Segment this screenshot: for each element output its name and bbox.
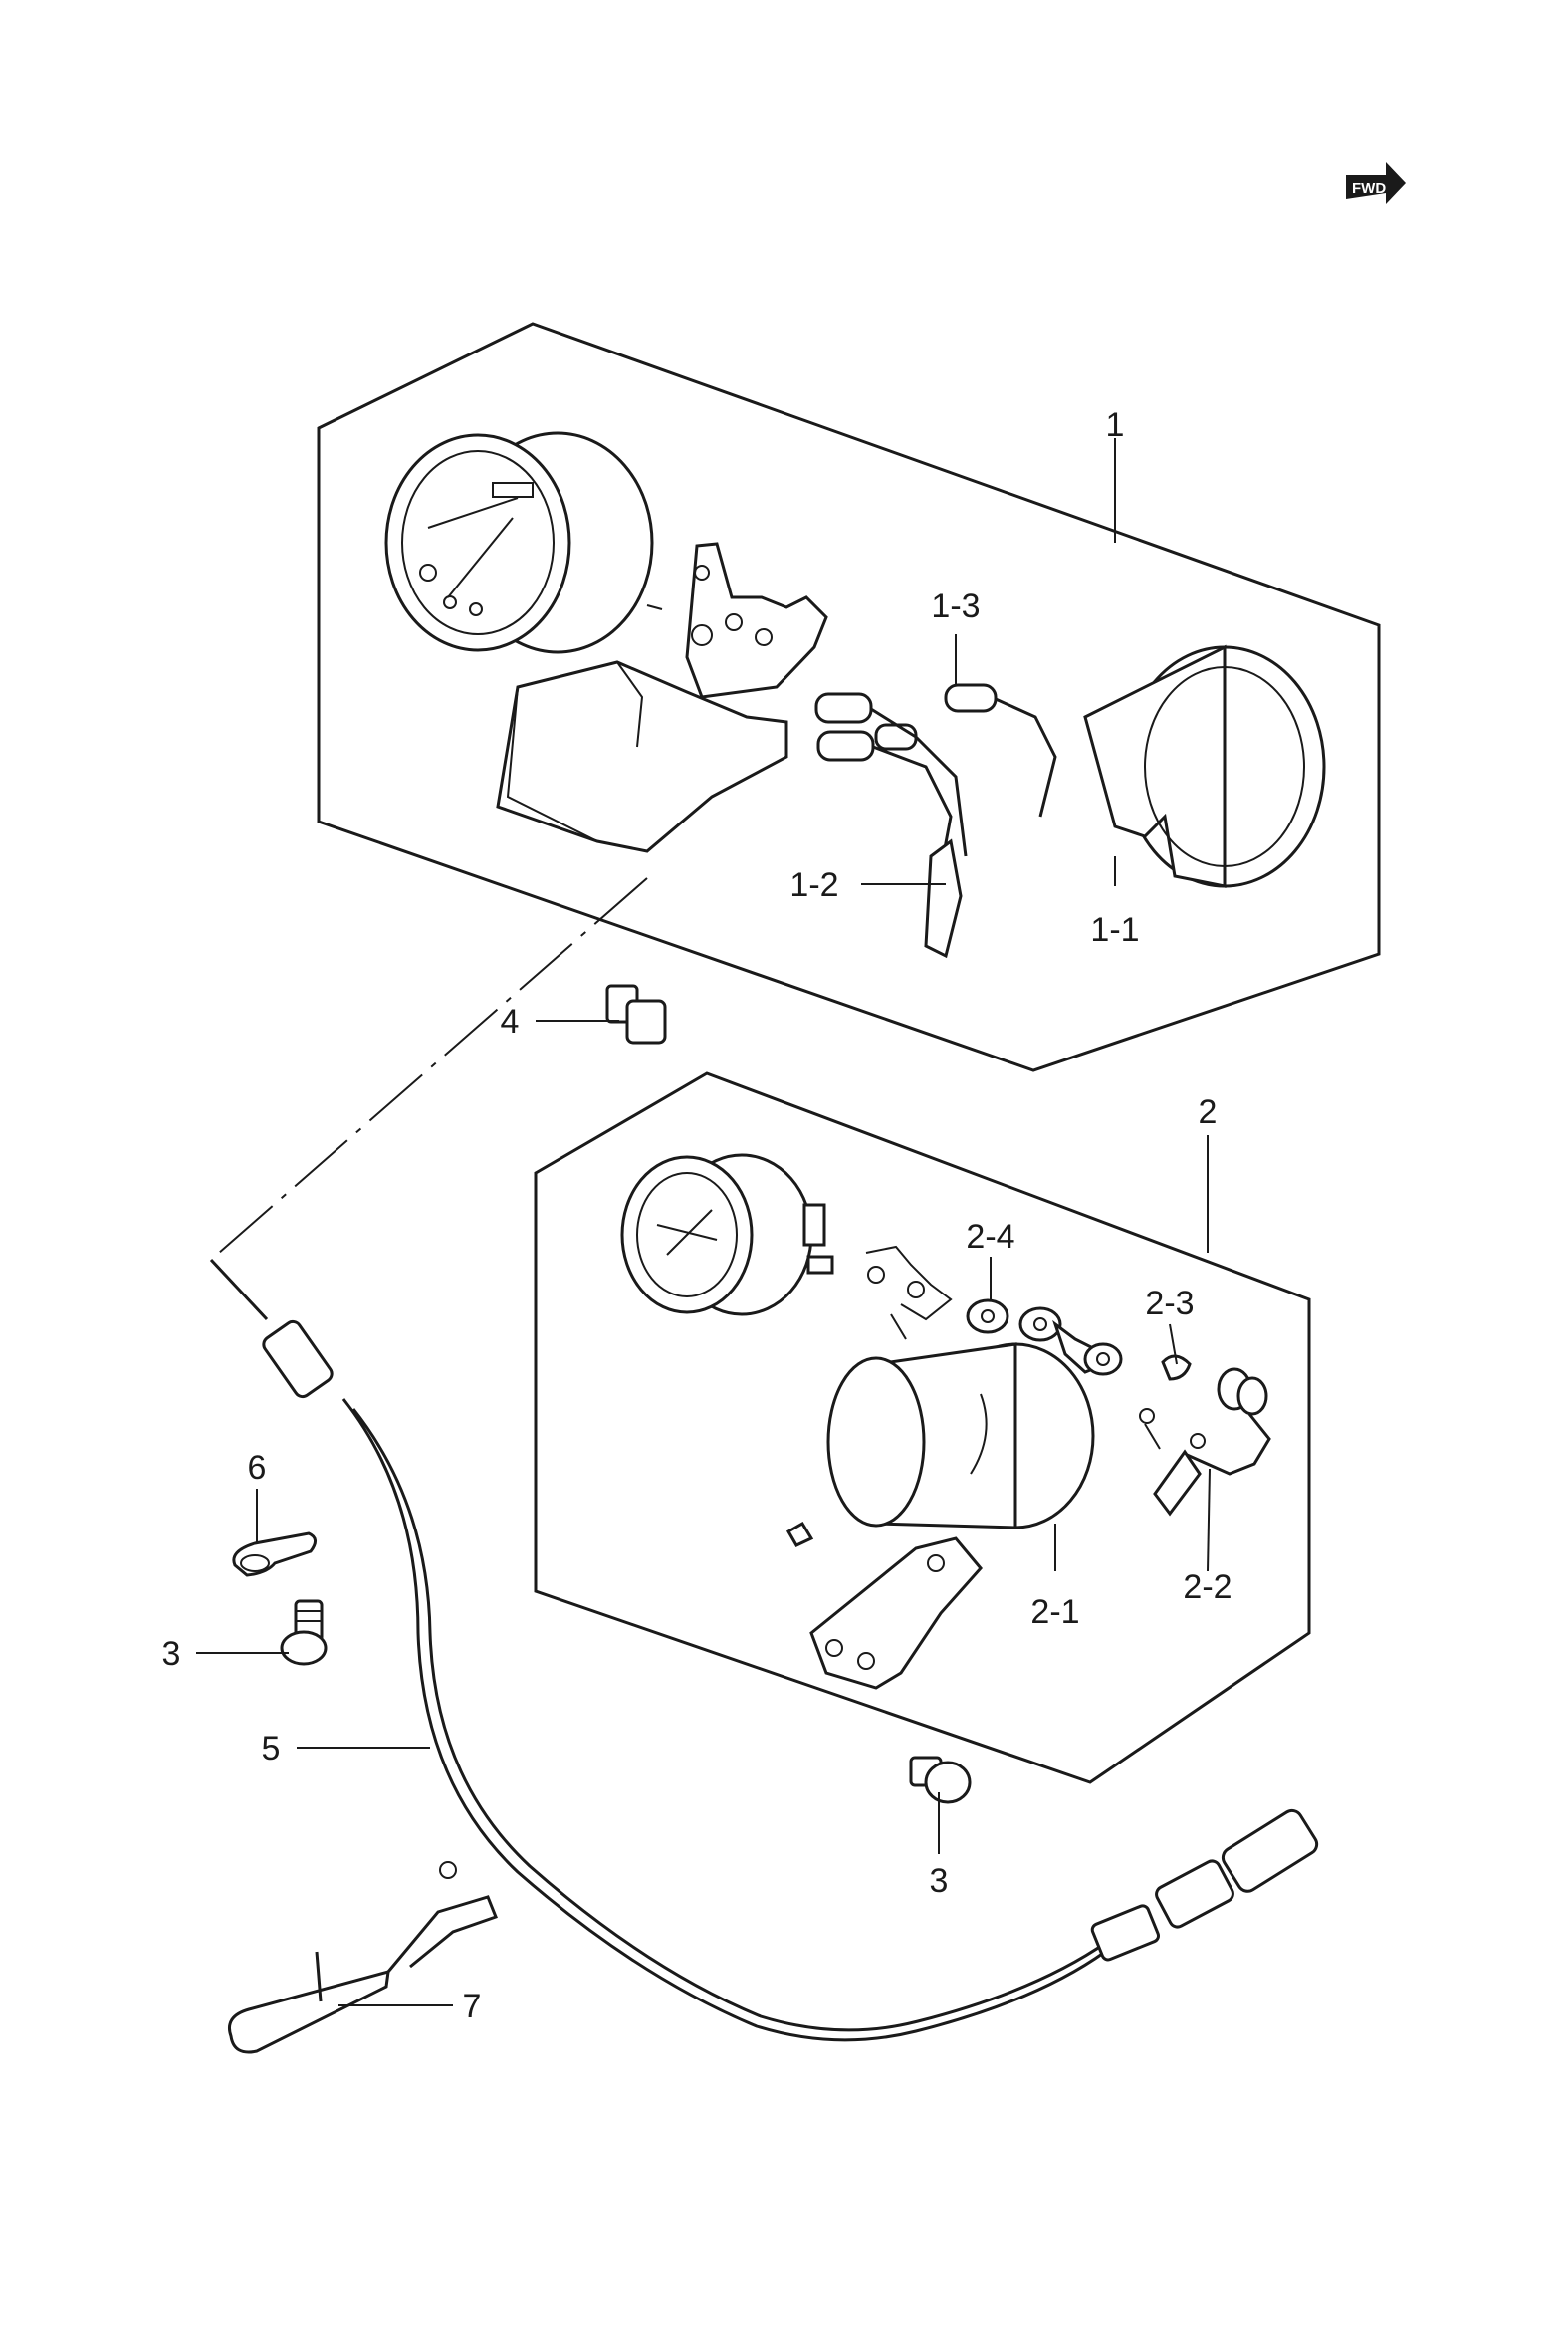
callout-2: 2 [1199, 1093, 1218, 1131]
speedometer-assembly [384, 431, 663, 654]
callout-2-4: 2-4 [966, 1218, 1014, 1256]
assembly-2-outline [534, 1071, 1311, 1784]
speedometer-cable [209, 877, 1319, 2042]
socket-and-bulb [1139, 1354, 1271, 1517]
hardware-set [865, 1245, 1123, 1376]
callout-7: 7 [463, 1988, 482, 2025]
tachometer-bracket [785, 1521, 983, 1690]
assembly-1-outline [317, 322, 1381, 1072]
callout-2-2: 2-2 [1183, 1568, 1232, 1606]
screw-4 [605, 984, 667, 1045]
meter-cover [1083, 644, 1326, 888]
meter-bracket [685, 542, 828, 699]
callout-3-left: 3 [162, 1635, 181, 1673]
meter-lower-case [496, 660, 788, 853]
bolt-3-bottom [909, 1756, 972, 1804]
callout-1-2: 1-2 [789, 866, 838, 904]
meter-cup [826, 1342, 1095, 1529]
wiring-harness [814, 683, 1057, 959]
callout-6: 6 [248, 1449, 267, 1487]
callout-3-bottom: 3 [930, 1862, 949, 1900]
fwd-label: FWD [1352, 180, 1386, 197]
callout-5: 5 [262, 1730, 281, 1767]
clip-6 [232, 1531, 317, 1577]
callout-1-3: 1-3 [931, 588, 980, 625]
callout-2-1: 2-1 [1030, 1593, 1079, 1631]
cable-guide-7 [228, 1861, 498, 2054]
tachometer-assembly [620, 1153, 834, 1316]
callout-2-3: 2-3 [1145, 1285, 1194, 1322]
callouts: 1 1-3 1-2 1-1 4 2 2-4 2-3 2-2 2-1 3 6 3 … [162, 406, 1232, 2025]
callout-1: 1 [1106, 406, 1125, 444]
fwd-arrow-icon: FWD [1346, 162, 1406, 204]
bolt-3-left [280, 1599, 328, 1666]
callout-1-1: 1-1 [1090, 911, 1139, 949]
callout-4: 4 [501, 1003, 520, 1041]
leader-lines [196, 438, 1211, 2006]
